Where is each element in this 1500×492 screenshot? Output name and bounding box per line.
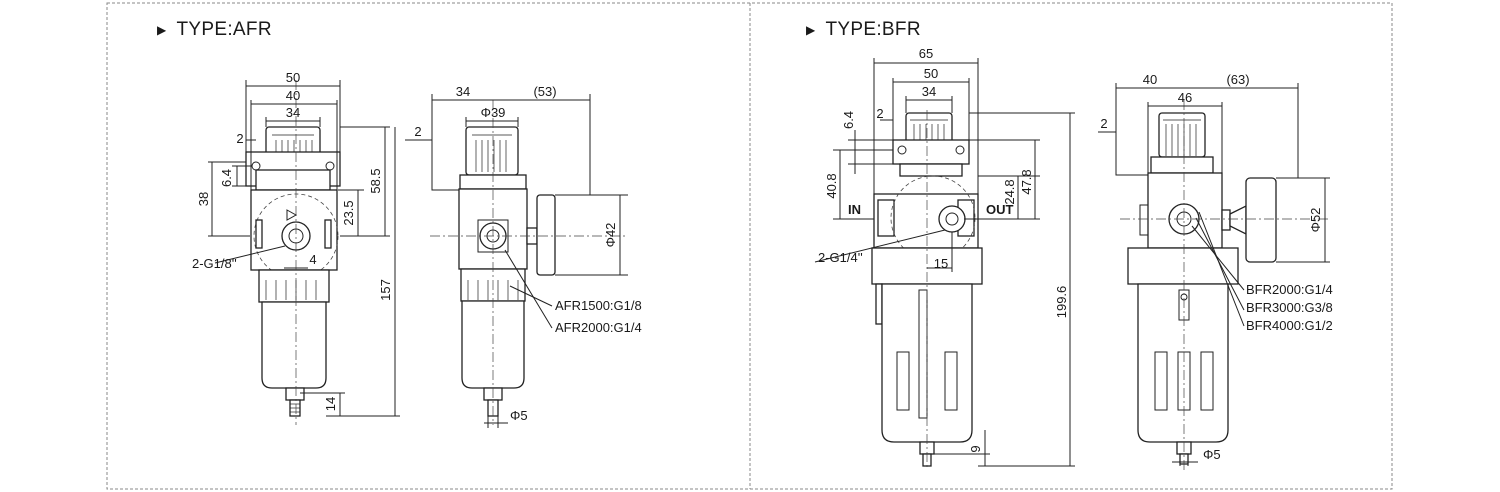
dimension-d40: 40: [286, 88, 300, 103]
dimension-d40: 40: [1143, 72, 1157, 87]
dimension-d38: 38: [196, 192, 211, 206]
dimension-d5: Φ5: [510, 408, 528, 423]
bfr-port-label: 2-G1/4'': [818, 250, 863, 265]
bfr-model-3000: BFR3000:G3/8: [1246, 300, 1333, 315]
dimension-d40-8: 40.8: [824, 173, 839, 198]
afr-port-label: 2-G1/8'': [192, 256, 237, 271]
play-arrow-icon: ▶: [157, 23, 167, 37]
dimension-d58-5: 58.5: [368, 168, 383, 193]
dimension-d23-5: 23.5: [341, 200, 356, 225]
dimension-d34: 34: [456, 84, 470, 99]
dimension-d4: 4: [309, 252, 316, 267]
dimension-d53: (53): [533, 84, 556, 99]
dimension-d2: 2: [1100, 116, 1107, 131]
dimension-d50: 50: [286, 70, 300, 85]
dimension-d14: 14: [323, 397, 338, 411]
dimension-d34: 34: [922, 84, 936, 99]
dimension-d6-4: 6.4: [841, 111, 856, 129]
dimension-d42: Φ42: [603, 223, 618, 248]
dimension-d65: 65: [919, 46, 933, 61]
dimension-d199-6: 199.6: [1054, 286, 1069, 319]
dimension-d2: 2: [414, 124, 421, 139]
afr-side-view: 34 (53) Φ39 2 Φ42 Φ5 AFR1500:G1/8 AFR200…: [405, 84, 642, 428]
dimension-d15: 15: [934, 256, 948, 271]
dimension-d6-4: 6.4: [219, 169, 234, 187]
dimension-d47-8: 47.8: [1019, 169, 1034, 194]
play-arrow-icon: ▶: [806, 23, 816, 37]
out-port-label: OUT: [986, 202, 1014, 217]
dimension-d52: Φ52: [1308, 208, 1323, 233]
in-port-label: IN: [848, 202, 861, 217]
dimension-d39: Φ39: [481, 105, 506, 120]
bfr-title-text: TYPE:BFR: [825, 19, 921, 40]
dimension-d34: 34: [286, 105, 300, 120]
dimension-d24-8: 24.8: [1002, 179, 1017, 204]
bfr-front-view: 65 50 34 2 6.4 40.8 24.8 47.8 15 199.6 9…: [814, 46, 1075, 470]
dimension-d46: 46: [1178, 90, 1192, 105]
afr-model-2000: AFR2000:G1/4: [555, 320, 642, 335]
bfr-model-4000: BFR4000:G1/2: [1246, 318, 1333, 333]
dimension-d5: Φ5: [1203, 447, 1221, 462]
bfr-model-2000: BFR2000:G1/4: [1246, 282, 1333, 297]
afr-title-text: TYPE:AFR: [176, 19, 272, 40]
dimension-d9: 9: [968, 445, 983, 452]
afr-title: ▶ TYPE:AFR: [157, 19, 272, 41]
bfr-side-view: 40 (63) 46 2 Φ52 Φ5 BFR2000:G1/4 BFR3000…: [1098, 72, 1333, 470]
dimension-d63: (63): [1226, 72, 1249, 87]
afr-model-1500: AFR1500:G1/8: [555, 298, 642, 313]
dimension-d2: 2: [236, 131, 243, 146]
bfr-title: ▶ TYPE:BFR: [806, 19, 921, 41]
dimension-d50: 50: [924, 66, 938, 81]
dimension-d157: 157: [378, 279, 393, 301]
dimension-d2: 2: [876, 106, 883, 121]
afr-front-view: 50 40 34 2 38 6.4 58.5 23.5 157 14 4 2-G…: [192, 70, 400, 425]
